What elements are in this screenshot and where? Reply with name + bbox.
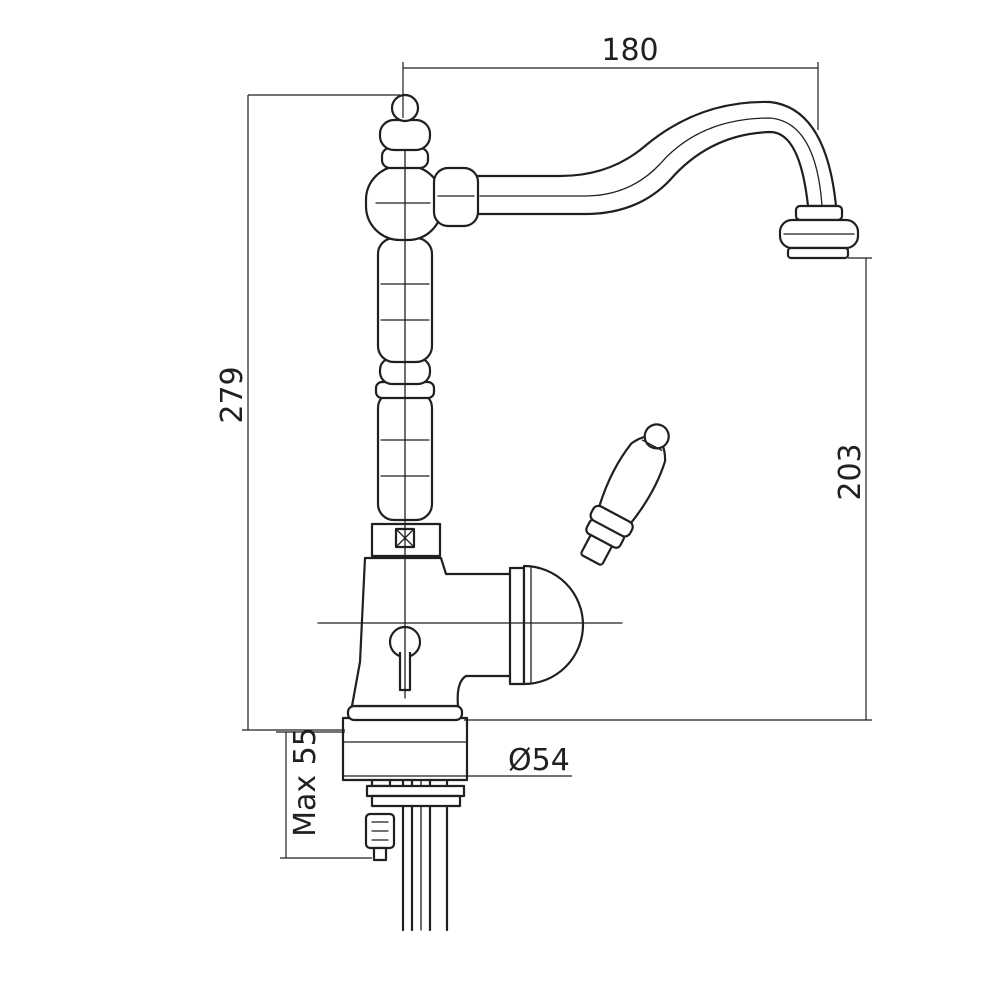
- dimension-base-diameter: Ø54: [343, 743, 572, 778]
- dimension-reach: 180: [402, 33, 819, 130]
- column: [364, 93, 444, 558]
- lever-handle: [580, 423, 670, 566]
- dimension-total-height-label: 279: [215, 366, 250, 423]
- dimension-spout-height: 203: [464, 257, 872, 721]
- dimension-max-deck: Max 55: [276, 727, 372, 859]
- mixer-body: [350, 556, 518, 708]
- dimension-reach-label: 180: [601, 33, 658, 68]
- lever-cartridge: [508, 564, 585, 686]
- dimension-base-diameter-label: Ø54: [508, 743, 570, 778]
- dimension-max-deck-label: Max 55: [288, 727, 323, 837]
- center-lines: [317, 149, 623, 699]
- dimension-spout-height-label: 203: [833, 443, 868, 500]
- dimension-total-height: 279: [215, 94, 400, 731]
- spout: [432, 100, 860, 260]
- base-plate: [341, 704, 469, 782]
